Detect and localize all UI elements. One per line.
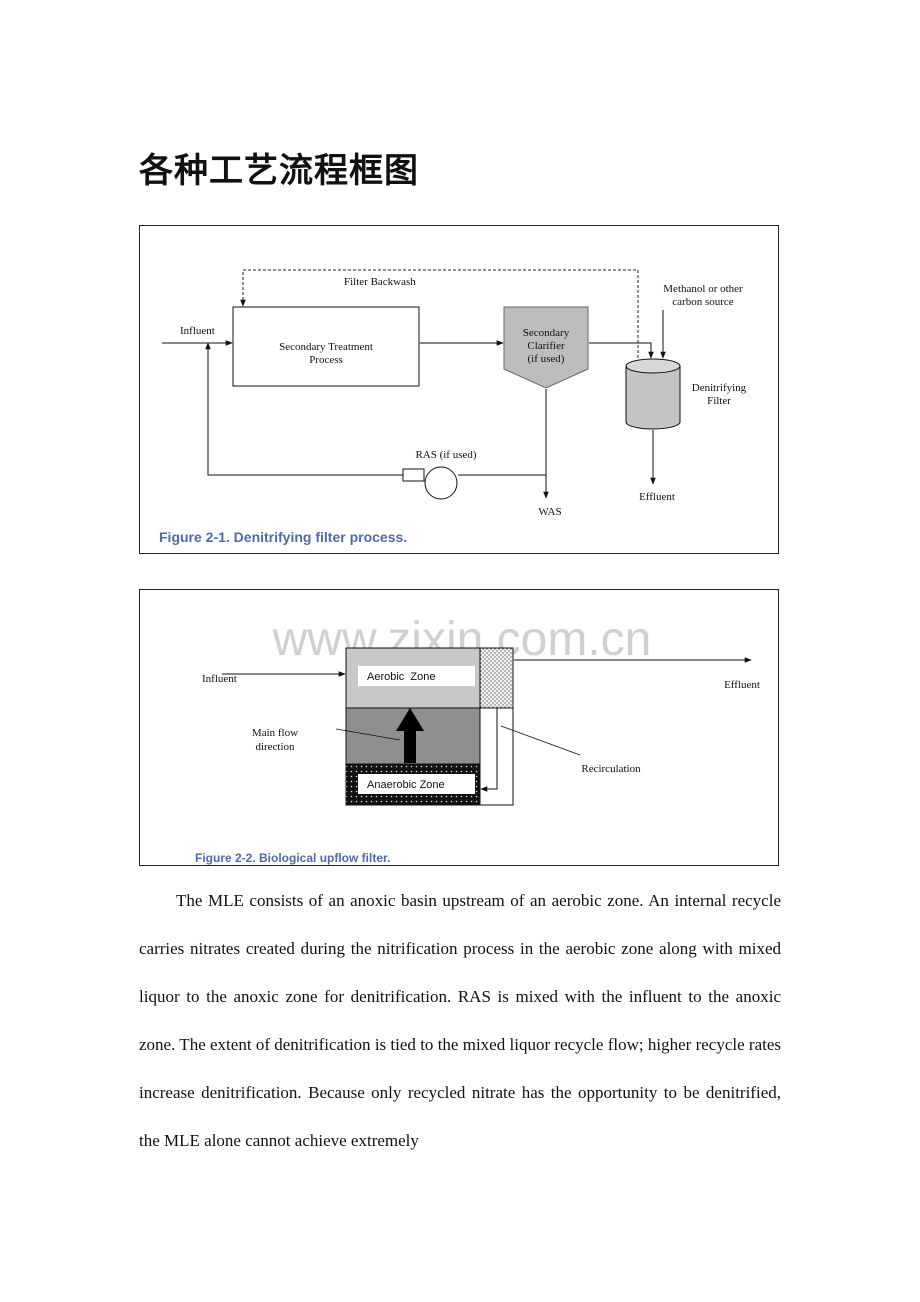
ras-pump-icon (424, 466, 458, 500)
influent-label: Influent (180, 325, 215, 337)
upflow-filter-diagram: www.zixin.com.cn Influent Aerobic Zone A… (195, 613, 760, 865)
clarifier-label-1: Secondary (523, 327, 570, 339)
effluent-label: Effluent (724, 679, 760, 691)
secondary-treatment-label-1: Secondary Treatment (279, 341, 373, 353)
secondary-clarifier-shape (503, 306, 589, 389)
figure-denitrifying-filter-process: Filter Backwash Influent Secondary Treat… (139, 225, 779, 554)
main-flow-leader (335, 728, 401, 741)
ras-label: RAS (if used) (415, 449, 476, 461)
effluent-label: Effluent (639, 491, 675, 503)
anaerobic-zone-label-box (358, 774, 475, 794)
main-flow-label-1: Main flow (252, 727, 298, 739)
methanol-label-1: Methanol or other (663, 283, 743, 295)
methanol-label-2: carbon source (672, 296, 734, 308)
upflow-arrow-icon (396, 708, 424, 763)
influent-label: Influent (202, 673, 237, 685)
ras-return-arrow (205, 342, 403, 476)
aerobic-zone-label-box (358, 666, 475, 686)
stippled-outlet-region (479, 647, 514, 709)
clarifier-label-3: (if used) (528, 353, 565, 365)
was-label: WAS (538, 506, 561, 518)
recirculation-label: Recirculation (581, 763, 641, 775)
main-flow-label-2: direction (255, 741, 295, 753)
body-paragraph: The MLE consists of an anoxic basin upst… (139, 891, 781, 1150)
figure2-caption: Figure 2-2. Biological upflow filter. (195, 851, 390, 865)
denitrifying-filter-cylinder (625, 358, 681, 430)
page-title: 各种工艺流程框图 (139, 151, 419, 191)
recirculation-arrow (480, 708, 498, 792)
denitrifying-filter-label-1: Denitrifying (692, 382, 747, 394)
figure-biological-upflow-filter: www.zixin.com.cn Influent Aerobic Zone A… (139, 589, 779, 866)
clarifier-label-2: Clarifier (527, 340, 565, 352)
recirculation-leader (500, 725, 581, 756)
figure1-caption: Figure 2-1. Denitrifying filter process. (159, 529, 407, 545)
filter-backwash-line (240, 269, 639, 358)
filter-backwash-label: Filter Backwash (344, 276, 416, 288)
recirculation-channel (480, 708, 514, 806)
ras-pump-outlet (402, 468, 425, 482)
clarifier-to-filter-arrow (589, 342, 654, 359)
anaerobic-zone-label: Anaerobic Zone (367, 779, 445, 791)
secondary-treatment-box (232, 306, 420, 387)
aerobic-zone-label: Aerobic Zone (367, 671, 435, 683)
secondary-treatment-label-2: Process (309, 354, 343, 366)
denitrifying-filter-diagram: Filter Backwash Influent Secondary Treat… (159, 269, 747, 545)
denitrifying-filter-label-2: Filter (707, 395, 731, 407)
